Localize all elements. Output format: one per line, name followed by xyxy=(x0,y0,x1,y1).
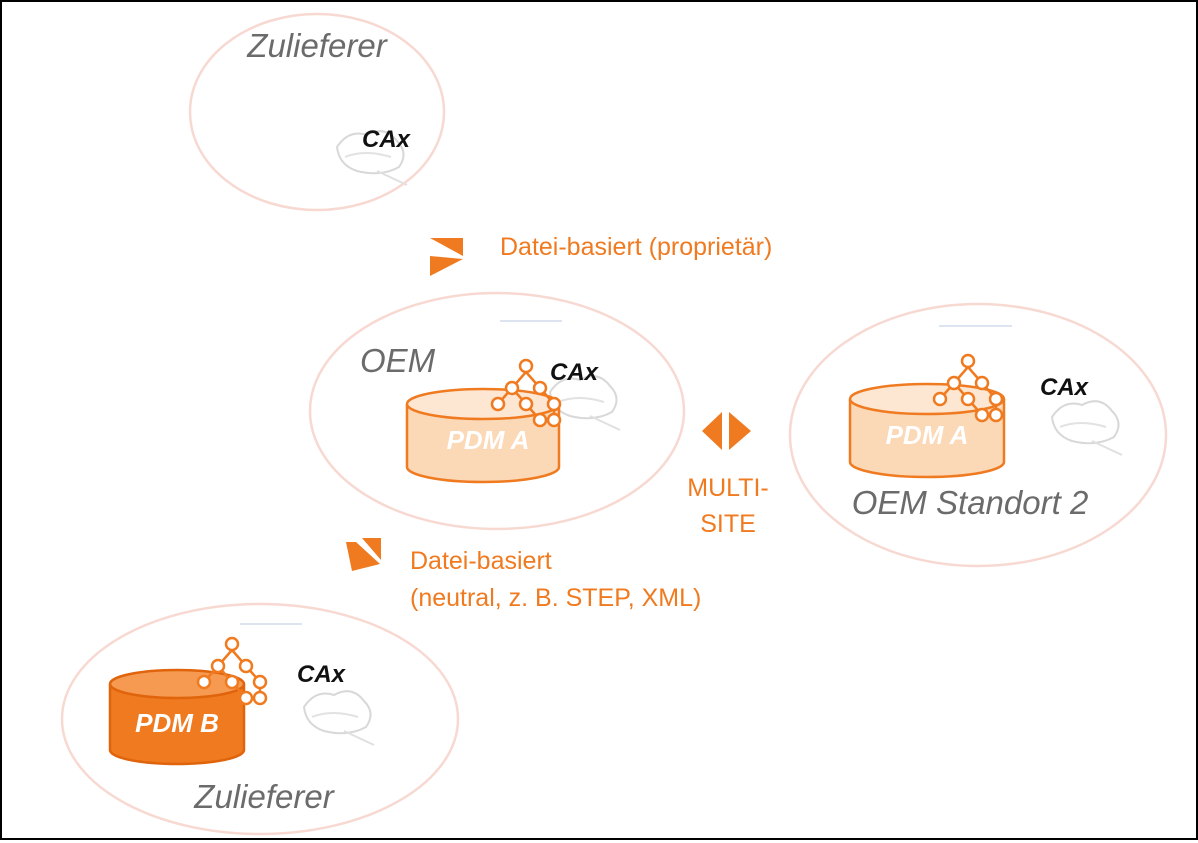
bidirectional-exchange-icon xyxy=(346,538,381,571)
supplier-bottom-cax-label: CAx xyxy=(297,661,347,688)
neutral-exchange-label-line2: (neutral, z. B. STEP, XML) xyxy=(410,584,701,612)
node-oem-site2: PDM A CAx OEM Standort 2 xyxy=(788,302,1168,568)
node-oem: OEM PDM A CAx xyxy=(308,291,686,531)
connection-neutral: Datei-basiert (neutral, z. B. STEP, XML) xyxy=(346,538,701,612)
oem-pdm-label: PDM A xyxy=(447,425,530,455)
oem-site2-pdm-label: PDM A xyxy=(886,420,969,450)
neutral-exchange-label-line1: Datei-basiert xyxy=(410,547,552,575)
supplier-bottom-ellipse xyxy=(60,602,460,836)
connection-proprietary: Datei-basiert (proprietär) xyxy=(430,233,772,276)
workstation-icon xyxy=(1051,400,1123,456)
multisite-label-line1: MULTI- xyxy=(687,474,768,502)
pdm-database-icon xyxy=(108,668,246,766)
proprietary-exchange-label: Datei-basiert (proprietär) xyxy=(500,233,772,261)
bidirectional-arrows-icon xyxy=(702,412,751,450)
supplier-bottom-pdm-label: PDM B xyxy=(135,708,219,738)
oem-site2-label: OEM Standort 2 xyxy=(852,484,1089,521)
supplier-top-label: Zulieferer xyxy=(246,27,388,64)
oem-site2-cax-label: CAx xyxy=(1040,374,1090,401)
connection-multisite: MULTI- SITE xyxy=(687,412,769,538)
node-supplier-top: Zulieferer CAx xyxy=(188,12,446,212)
pdm-database-icon xyxy=(848,382,1006,479)
multisite-label-line2: SITE xyxy=(700,510,756,538)
oem-cax-label: CAx xyxy=(550,359,600,386)
node-supplier-bottom: PDM B CAx Zulieferer xyxy=(60,602,460,836)
supplier-top-cax-label: CAx xyxy=(362,126,412,153)
supplier-top-ellipse xyxy=(188,12,446,212)
oem-label: OEM xyxy=(360,342,436,379)
supplier-bottom-label: Zulieferer xyxy=(193,778,335,815)
oem-ellipse xyxy=(308,291,686,531)
workstation-icon xyxy=(303,690,375,746)
bidirectional-exchange-icon xyxy=(430,238,463,276)
pdm-database-icon xyxy=(405,387,561,484)
oem-site2-ellipse xyxy=(788,302,1168,568)
